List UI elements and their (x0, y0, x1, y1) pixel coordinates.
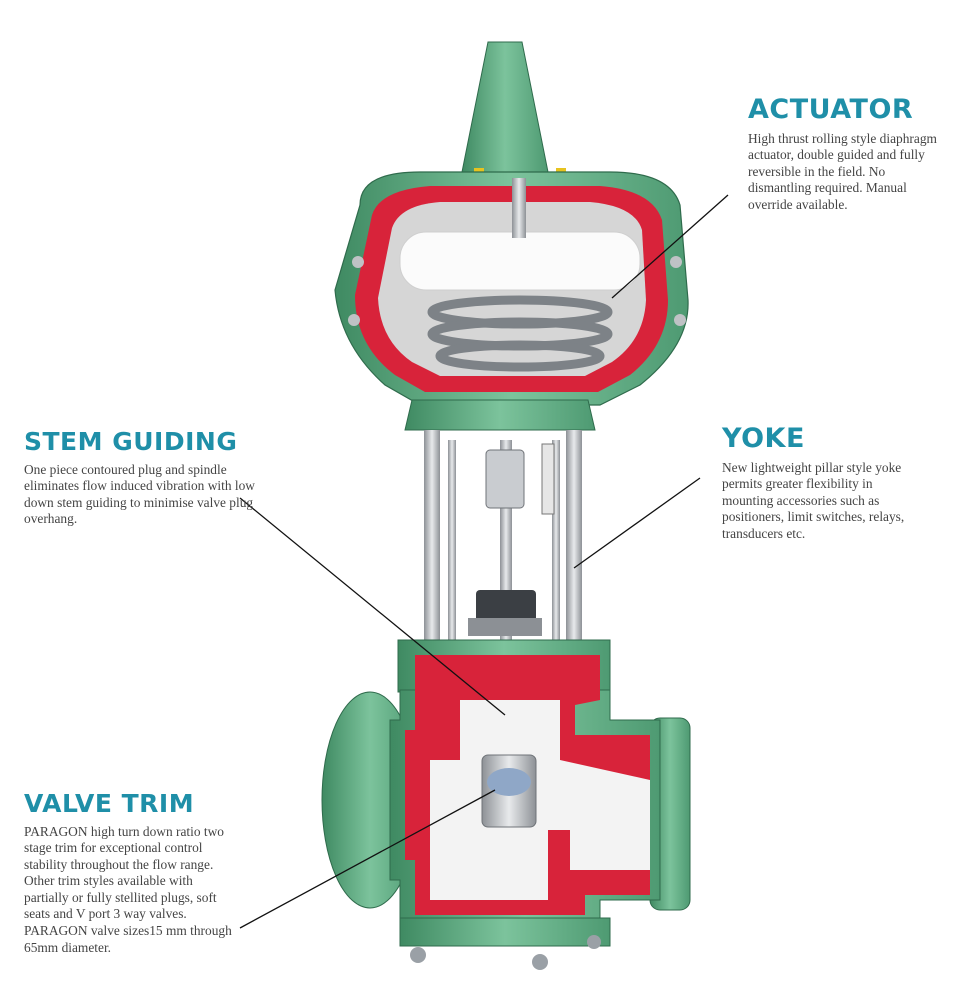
actuator-assembly (334, 41, 689, 406)
yoke-pillar (566, 430, 582, 652)
stem-locknut (468, 618, 542, 636)
flange-bolt (674, 314, 686, 326)
yoke-callout: YOKE New lightweight pillar style yoke p… (722, 424, 922, 543)
valve-trim-description: PARAGON high turn down ratio two stage t… (24, 823, 232, 955)
yoke-title: YOKE (722, 423, 805, 454)
flange-bolt (348, 314, 360, 326)
bottom-plate (399, 917, 611, 947)
stem-guiding-title: STEM GUIDING (24, 427, 238, 456)
stroke-indicator (541, 443, 555, 515)
diaphragm (399, 231, 641, 291)
leader-line-actuator (611, 194, 729, 299)
flow-passage (430, 700, 650, 900)
packing-nut (476, 590, 536, 626)
yoke-pillar (552, 440, 560, 652)
valve-trim-callout: VALVE TRIM PARAGON high turn down ratio … (24, 790, 239, 956)
stem-connector (485, 449, 525, 509)
flange-bolt (352, 256, 364, 268)
actuator-description: High thrust rolling style diaphragm actu… (748, 130, 937, 213)
yoke-pillar (448, 440, 456, 652)
actuator-top-cone (461, 41, 549, 173)
actuator-spring (427, 295, 613, 372)
valve-trim-title: VALVE TRIM (24, 789, 195, 818)
yoke-top-plate (404, 399, 596, 431)
yoke-assembly (404, 399, 596, 740)
leader-line-valve-trim (239, 789, 496, 929)
body-bolt (410, 947, 426, 963)
valve-body (321, 639, 691, 970)
valve-plug (487, 768, 531, 796)
actuator-stem (512, 178, 526, 238)
body-bolt (587, 935, 601, 949)
body-bolt (532, 954, 548, 970)
yoke-description: New lightweight pillar style yoke permit… (722, 459, 905, 542)
stem-guiding-description: One piece contoured plug and spindle eli… (24, 461, 255, 527)
leader-line-yoke (573, 477, 701, 569)
yoke-pillar (424, 430, 440, 652)
leader-line-stem-guiding (239, 497, 506, 716)
actuator-title: ACTUATOR (748, 94, 914, 125)
flange-bolt (670, 256, 682, 268)
stem-guiding-callout: STEM GUIDING One piece contoured plug an… (24, 428, 259, 528)
actuator-callout: ACTUATOR High thrust rolling style diaph… (748, 95, 948, 214)
